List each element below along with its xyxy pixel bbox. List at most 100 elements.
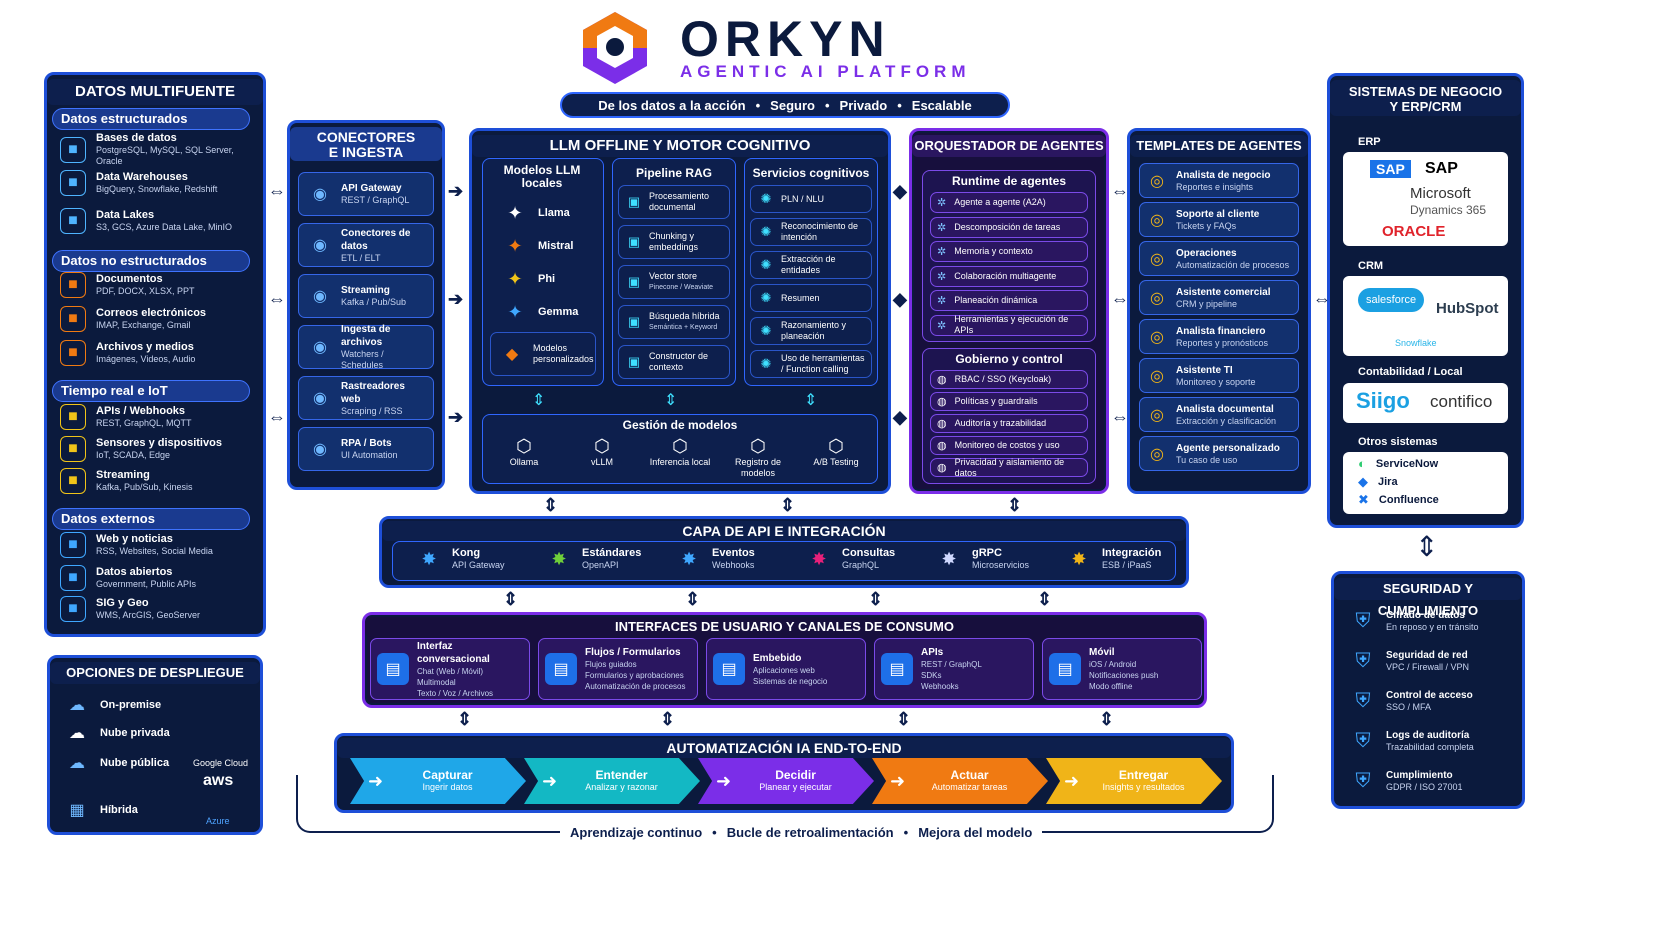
connector-arrow-icon: ⇕ [1099,709,1115,729]
loop-label: Aprendizaje continuo [570,825,703,840]
network-icon: ◉ [313,237,327,254]
loop-label: Bucle de retroalimentación [726,825,894,840]
conta-label: Contabilidad / Local [1358,366,1463,378]
api-strip [392,541,1176,581]
runtime-item: ✲Herramientas y ejecución de APIs [930,314,1088,336]
cog-service: ✺Uso de herramientas / Function calling [750,350,872,378]
pill-label: Seguro [770,97,815,113]
deploy-item: ☁Nube pública [64,750,169,776]
connector-arrow-icon: ⇕ [780,495,796,515]
gob-item: ◍Auditoría y trazabilidad [930,414,1088,433]
connector-arrow-icon: ⇕ [896,709,912,729]
security-icon: ⛨ [1355,729,1371,752]
connector-arrow-icon: ⇔ [268,289,286,309]
connector-arrow-icon: ➔ [448,407,464,427]
connector-arrow-icon: ◆ [893,407,907,427]
panel-title: DATOS MULTIFUENTE [47,79,263,105]
panel-title: SEGURIDAD Y CUMPLIMIENTO [1334,578,1522,618]
channel-icon: ▤ [713,653,745,685]
gob-icon: ◍ [937,396,947,408]
api-item-icon: ✸ [551,548,567,569]
gob-icon: ◍ [937,374,947,386]
loop-label: Mejora del modelo [918,825,1033,840]
stage-icon: ➜ [368,770,384,791]
oracle-logo: ORACLE [1382,223,1446,240]
mistral-icon: ✦ [507,235,523,256]
gestion-item: ⬡vLLM [564,436,640,468]
lake-icon: ■ [60,208,86,234]
gestion-item: ⬡Ollama [486,436,562,468]
otros-item: ◐ServiceNow [1358,456,1439,471]
stage-icon: ➜ [890,770,906,791]
gestion-item: ⬡A/B Testing [798,436,874,468]
pill-label: Escalable [911,97,972,113]
snowflake-logo: Snowflake [1395,338,1437,348]
gob-item: ◍Políticas y guardrails [930,392,1088,411]
runtime-icon: ✲ [937,246,947,258]
cog-service: ✺PLN / NLU [750,185,872,213]
gob-item: ◍Privacidad y aislamiento de datos [930,457,1088,478]
azure-logo: Azure [206,816,230,826]
otros-item: ◆Jira [1358,474,1398,489]
cog-icon: ✺ [760,224,772,239]
loop-label-bar: Aprendizaje continuo•Bucle de retroalime… [560,825,1043,840]
template-icon: ◎ [1150,328,1164,346]
security-icon: ⛨ [1355,649,1371,672]
connector-arrow-icon: ⇔ [268,181,286,201]
cloud-icon: ☁ [69,697,85,714]
runtime-item: ✲Memoria y contexto [930,241,1088,262]
deploy-item: ☁Nube privada [64,720,170,746]
section-header: Datos estructurados [52,108,250,130]
pill-label: Privado [839,97,888,113]
channel-icon: ▤ [881,653,913,685]
box-title: Pipeline RAG [635,166,712,180]
channel-icon: ▤ [545,653,577,685]
connector-arrow-icon: ⇕ [660,709,676,729]
siigo-logo: Siigo [1356,388,1410,413]
mail-icon: ■ [60,306,86,332]
channel-icon: ▤ [1049,653,1081,685]
runtime-item: ✲Agente a agente (A2A) [930,192,1088,213]
security-icon: ⛨ [1355,609,1371,632]
panel-title: TEMPLATES DE AGENTES [1130,135,1308,157]
rag-step: ▣Constructor de contexto [618,345,730,379]
connector-arrow-icon: ⇕ [868,589,884,609]
gob-icon: ◍ [937,462,947,474]
pill-label: De los datos a la acción [598,97,746,113]
gestion-icon: ⬡ [594,436,610,456]
confluence-icon: ✖ [1358,492,1369,507]
file-icon: ■ [60,340,86,366]
section-header: Datos externos [52,508,250,530]
connector-arrow-icon: ⇔ [1111,289,1129,309]
connector-arrow-icon: ⇕ [1037,589,1053,609]
api-icon: ■ [60,404,86,430]
gob-item: ◍RBAC / SSO (Keycloak) [930,370,1088,389]
runtime-icon: ✲ [937,319,947,332]
header-pill-bar: De los datos a la acción• Seguro• Privad… [560,92,1010,118]
cog-service: ✺Extracción de entidades [750,251,872,279]
gestion-item: ⬡Inferencia local [642,436,718,468]
datos-panel: DATOS MULTIFUENTE [44,72,266,637]
cog-service: ✺Reconocimiento de intención [750,218,872,246]
panel-title: ORQUESTADOR DE AGENTES [912,135,1106,157]
